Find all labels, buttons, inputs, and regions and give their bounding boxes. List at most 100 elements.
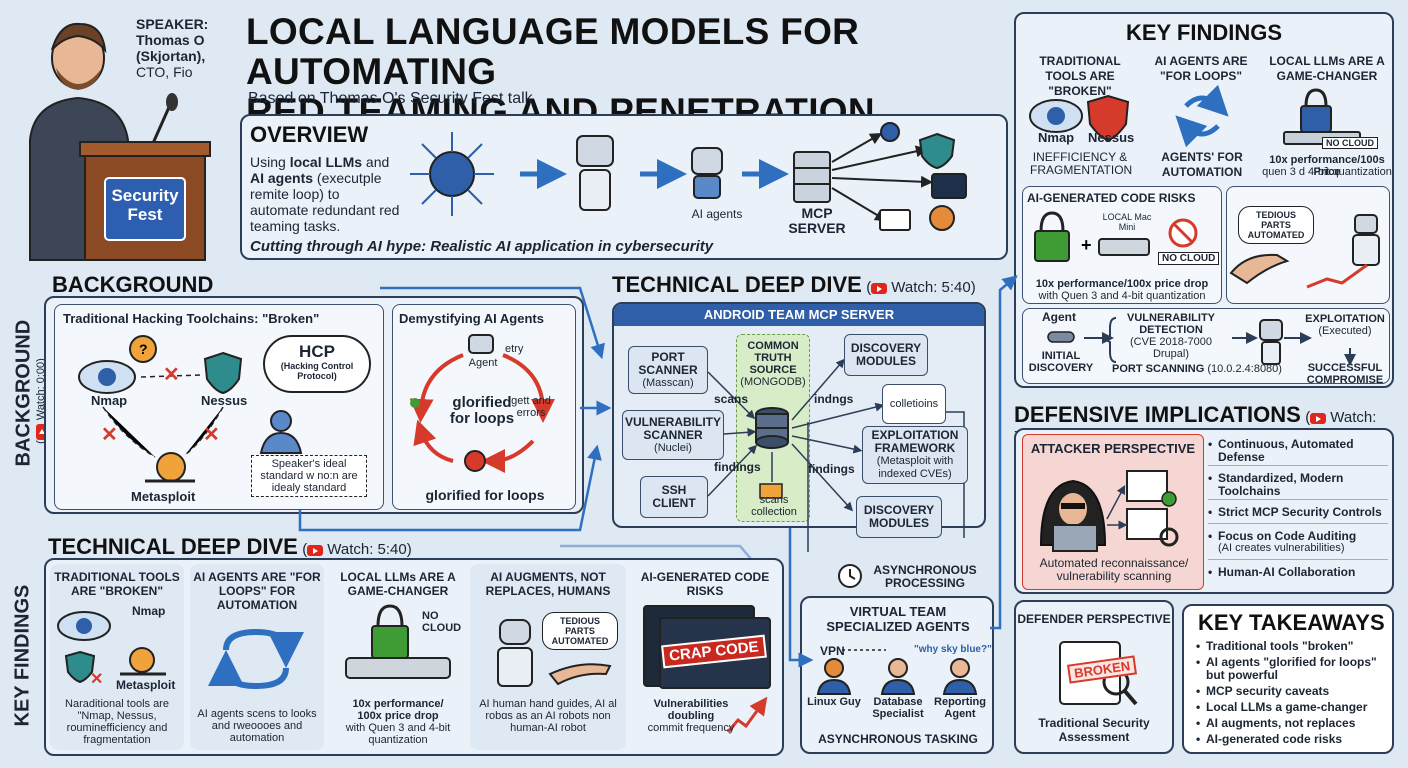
mcp-server-title: ANDROID TEAM MCP SERVER bbox=[614, 304, 984, 326]
green-lock-icon bbox=[371, 625, 409, 659]
defense-bullet-3: Strict MCP Security Controls bbox=[1208, 500, 1388, 524]
c4-title: AI AUGMENTS, NOT REPLACES, HUMANS bbox=[485, 570, 611, 598]
svg-text:?: ? bbox=[139, 341, 148, 357]
hand-icon bbox=[548, 663, 612, 686]
kf-flow-agent: Agent bbox=[1042, 310, 1076, 324]
svg-text:+: + bbox=[1081, 235, 1092, 255]
terminal-icon bbox=[931, 173, 967, 199]
kf-top-icons bbox=[1029, 84, 1361, 148]
deep-dive-title: TECHNICAL DEEP DIVE bbox=[612, 272, 862, 297]
kf-col2-caption: AGENTS' FOR AUTOMATION bbox=[1161, 150, 1243, 179]
hand-robot-icon bbox=[1229, 214, 1380, 289]
magnifier-icon bbox=[1159, 527, 1179, 547]
report-icon bbox=[1126, 470, 1168, 502]
ssh-client-box: SSH CLIENT bbox=[640, 476, 708, 518]
youtube-icon bbox=[1310, 412, 1327, 424]
c4-bubble: TEDIOUS PARTS AUTOMATED bbox=[542, 612, 618, 650]
kf-col3-caption-bold: 10x performance/100s Price bbox=[1269, 154, 1385, 178]
robot-icon bbox=[576, 135, 614, 167]
c2-title: AI AGENTS ARE "FOR LOOPS" FOR AUTOMATION bbox=[193, 570, 321, 612]
bottom-watch[interactable]: (Watch: 5:40) bbox=[302, 541, 412, 558]
defender-panel: DEFENDER PERSPECTIVE BROKEN Traditional … bbox=[1014, 600, 1174, 754]
key-findings-heading: KEY FINDINGS bbox=[1125, 20, 1283, 45]
podium-sign: Security Fest bbox=[105, 186, 185, 224]
virtual-team-panel: VIRTUAL TEAM SPECIALIZED AGENTS VPN "why… bbox=[800, 596, 994, 754]
attacker-title: ATTACKER PERSPECTIVE bbox=[1030, 441, 1196, 456]
ov-b2: AI agents bbox=[250, 170, 314, 186]
kf-risks-box: AI-GENERATED CODE RISKS + bbox=[1022, 186, 1222, 304]
bottom-card-2: AI AGENTS ARE "FOR LOOPS" FOR AUTOMATION… bbox=[190, 564, 324, 750]
kf-tedious-box bbox=[1226, 186, 1390, 304]
mcp-server-label: MCP SERVER bbox=[788, 205, 846, 236]
loop-arrows-icon bbox=[223, 628, 304, 668]
speaker-role: CTO, Fio bbox=[136, 64, 193, 80]
kf-perf-line2: with Quen 3 and 4-bit quantization bbox=[1038, 290, 1206, 302]
robot-head-icon bbox=[468, 334, 494, 354]
key-findings-panel: KEY FINDINGS TRADITIONAL TOOLS ARE "BROK… bbox=[1014, 12, 1394, 388]
deep-dive-watch[interactable]: (Watch: 5:40) bbox=[866, 279, 976, 296]
takeaway-1: Traditional tools "broken" bbox=[1196, 640, 1392, 654]
kf-col3-badge: NO CLOUD bbox=[1322, 137, 1378, 149]
vuln-scanner-sub: (Nuclei) bbox=[654, 441, 692, 454]
overview-heading: OVERVIEW bbox=[250, 122, 369, 147]
toolchains-diagram: ? ✕ ✕ ✕ bbox=[78, 335, 303, 483]
svg-text:✕: ✕ bbox=[163, 364, 180, 386]
agent-loop-diagram bbox=[409, 334, 555, 473]
deep-dive-watch-text: Watch: 5:40 bbox=[891, 279, 971, 296]
kf-tedious-bubble: TEDIOUS PARTS AUTOMATED bbox=[1238, 206, 1314, 244]
defensive-heading: DEFENSIVE IMPLICATIONS (Watch: 7:35) bbox=[1014, 402, 1408, 446]
c5-title: AI-GENERATED CODE RISKS bbox=[640, 570, 770, 598]
c5-caption: commit frequency bbox=[647, 722, 735, 734]
discovery-bottom-box: DISCOVERY MODULES bbox=[856, 496, 942, 538]
reporting-agent-icon bbox=[950, 658, 970, 678]
broken-shield-icon bbox=[203, 351, 243, 395]
kf-col2-title: AI AGENTS ARE "FOR LOOPS" bbox=[1154, 54, 1248, 83]
kf-flow-exploit-sub: (Executed) bbox=[1318, 325, 1372, 337]
defense-bullet-4-sub: (AI creates vulnerabilities) bbox=[1208, 542, 1388, 560]
c3-caption-bold: 10x performance/ 100x price drop bbox=[352, 698, 444, 722]
kf-flow-vuln-sub: (CVE 2018-7000 Drupal) bbox=[1130, 336, 1212, 360]
svg-text:✕: ✕ bbox=[203, 424, 220, 446]
gett-label: gett and errors bbox=[511, 395, 551, 419]
c3-title: LOCAL LLMs ARE A GAME-CHANGER bbox=[340, 570, 456, 598]
c1-metasploit: Metasploit bbox=[116, 678, 176, 692]
podium-line1: Security bbox=[111, 186, 179, 205]
c3-icons bbox=[345, 604, 451, 679]
ov-pre1: Using bbox=[250, 154, 290, 170]
vt-agents bbox=[816, 649, 978, 695]
mcp-diagram-lines bbox=[707, 358, 965, 552]
speaker-handle: (Skjortan), bbox=[136, 48, 206, 64]
truth-title-text: COMMON TRUTH SOURCE bbox=[747, 340, 799, 376]
etry-label: etry bbox=[505, 343, 524, 355]
hcp-bubble: HCP (Hacking Control Protocol) bbox=[263, 335, 371, 393]
kf-no-cloud: NO CLOUD bbox=[1158, 252, 1220, 265]
c1-nmap: Nmap bbox=[132, 604, 166, 618]
discovery-top-box: DISCOVERY MODULES bbox=[844, 334, 928, 376]
kf-col3-title: LOCAL LLMs ARE A GAME-CHANGER bbox=[1269, 54, 1385, 83]
agent-label: Agent bbox=[468, 357, 498, 369]
c1-caption: Naraditional tools are "Nmap, Nessus, ro… bbox=[65, 698, 169, 746]
defender-caption: Traditional Security Assessment bbox=[1038, 716, 1150, 744]
port-scanner-label: PORT SCANNER bbox=[638, 349, 698, 377]
defensive-title: DEFENSIVE IMPLICATIONS bbox=[1014, 402, 1301, 427]
page-subtitle: Based on Thomas O's Security Fest talk bbox=[248, 90, 533, 107]
laptop-icon bbox=[1052, 524, 1098, 552]
robot-small-icon bbox=[1259, 319, 1283, 341]
linux-guy-icon bbox=[824, 658, 844, 678]
async-processing: ASYNCHRONOUS PROCESSING bbox=[873, 563, 977, 590]
collections-label: colletioins bbox=[889, 397, 939, 410]
ai-agents-box: Demystifying AI Agents Agent etry gett a… bbox=[392, 304, 576, 510]
vpn-label: VPN bbox=[820, 644, 845, 658]
attacker-caption: Automated reconnaissance/ vulnerability … bbox=[1039, 556, 1189, 583]
defense-bullet-2: Standardized, Modern Toolchains bbox=[1208, 466, 1388, 500]
truth-title: COMMON TRUTH SOURCE (MONGODB) bbox=[736, 340, 810, 388]
c2-caption: AI agents scens to looks and rweoooes an… bbox=[197, 708, 317, 744]
broken-shield-icon bbox=[64, 650, 96, 684]
discovery-bottom-label: DISCOVERY MODULES bbox=[863, 503, 935, 530]
green-lock-icon bbox=[1034, 230, 1070, 262]
person-icon bbox=[270, 410, 292, 432]
defender-title: DEFENDER PERSPECTIVE bbox=[1017, 612, 1171, 626]
truth-sub: (MONGODB) bbox=[740, 376, 806, 388]
hcp-sub: (Hacking Control Protocol) bbox=[280, 361, 354, 381]
server-icon bbox=[793, 151, 831, 203]
